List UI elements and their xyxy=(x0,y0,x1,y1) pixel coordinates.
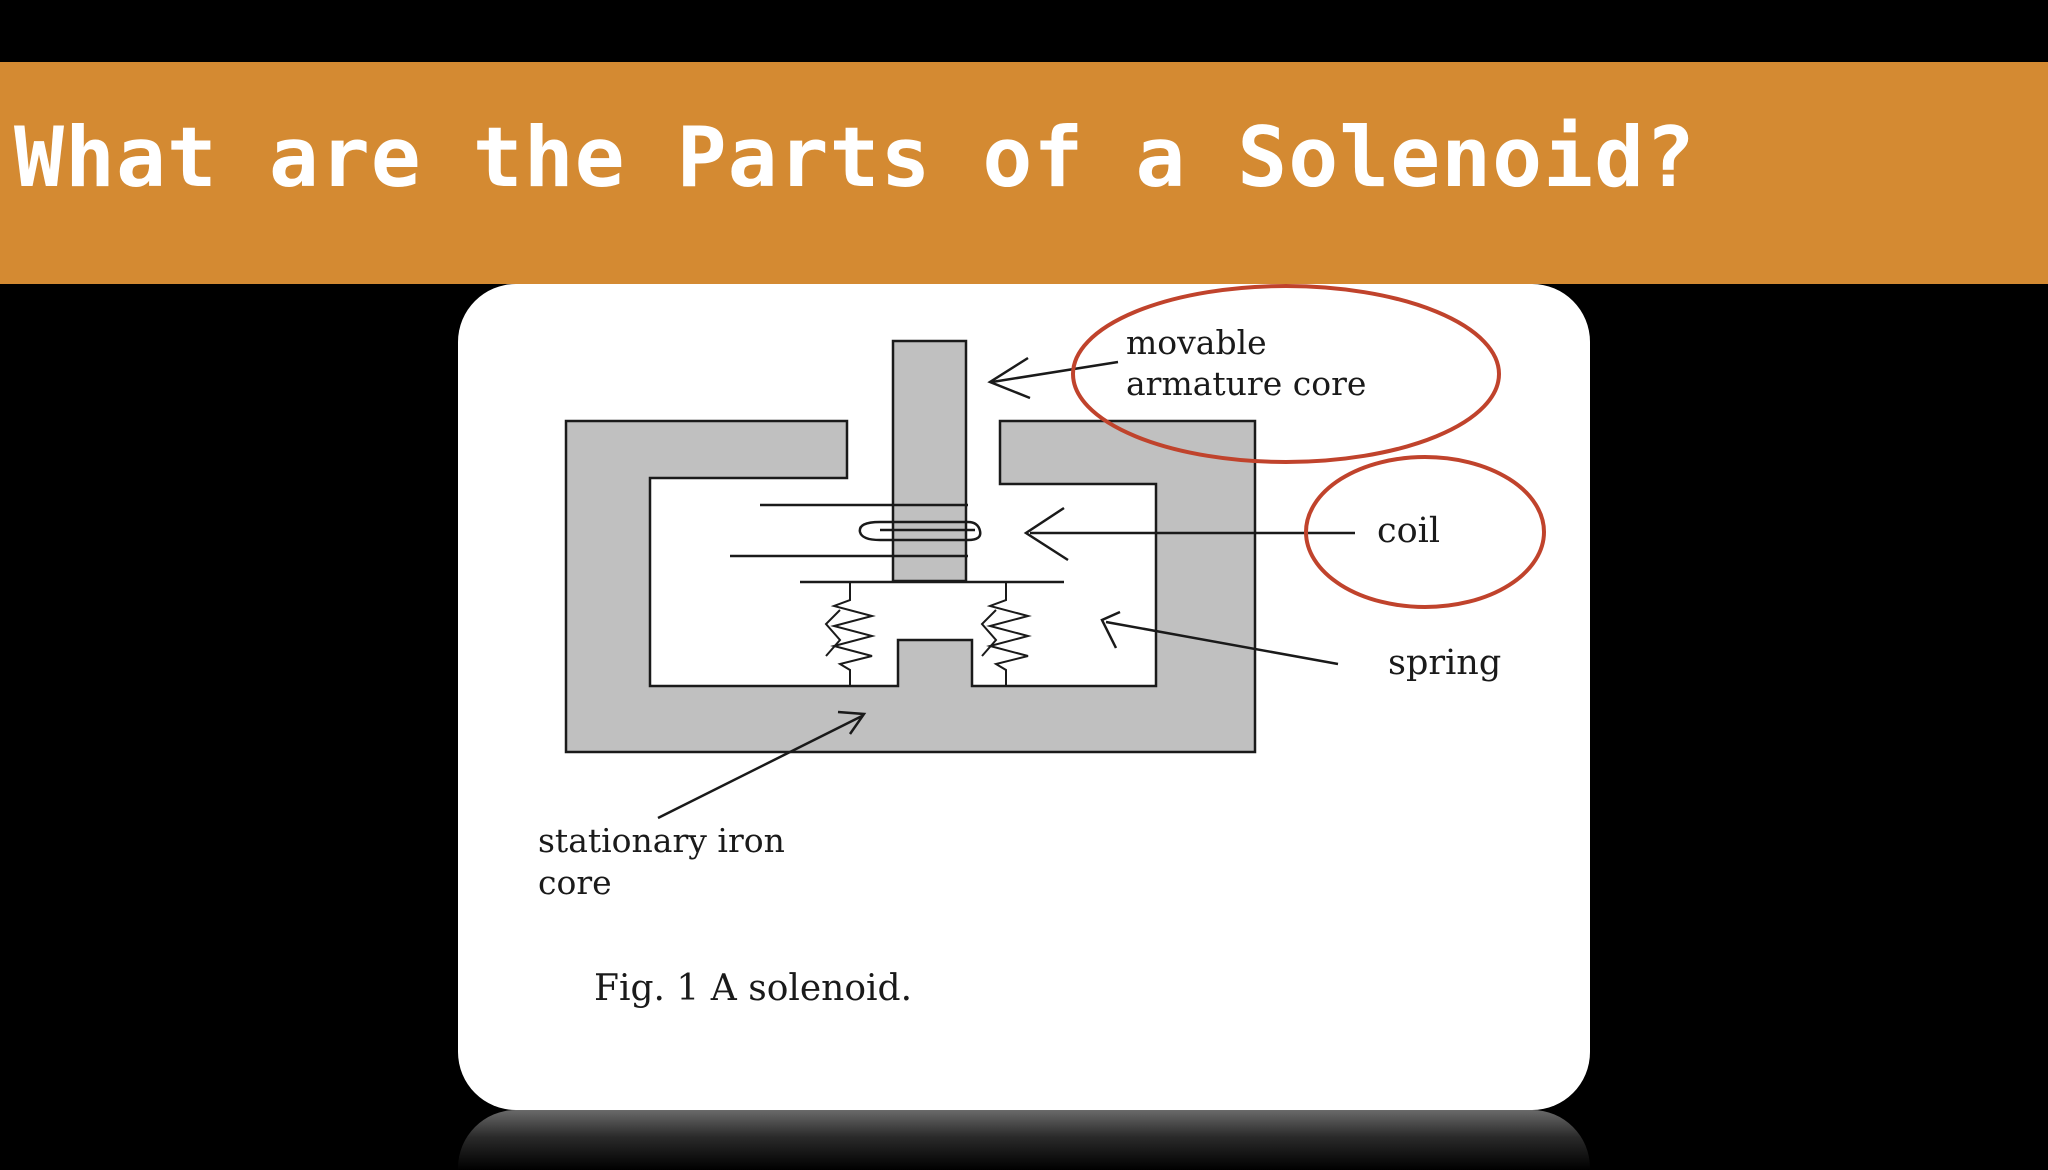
highlight-circle-coil xyxy=(1304,455,1546,609)
label-coil: coil xyxy=(1377,511,1440,551)
highlight-circle-armature xyxy=(1071,284,1501,464)
label-stationary-iron: stationary iron xyxy=(538,821,785,860)
slide-title: What are the Parts of a Solenoid? xyxy=(14,109,1697,206)
label-movable: movable xyxy=(1126,323,1267,362)
iron-frame xyxy=(564,419,1257,754)
label-core: core xyxy=(538,863,612,902)
pointer-arrows xyxy=(657,356,1355,820)
armature-pointer xyxy=(991,360,1119,384)
coil-windings xyxy=(730,503,982,558)
armature-core xyxy=(891,339,968,583)
spring-left xyxy=(824,582,876,686)
label-armature-core: armature core xyxy=(1126,364,1366,403)
spring-pointer xyxy=(1105,620,1339,666)
stationary-pointer xyxy=(657,714,863,820)
spring-right xyxy=(980,582,1032,686)
label-spring: spring xyxy=(1388,643,1501,683)
figure-caption: Fig. 1 A solenoid. xyxy=(594,968,912,1009)
title-bar xyxy=(0,62,2048,284)
